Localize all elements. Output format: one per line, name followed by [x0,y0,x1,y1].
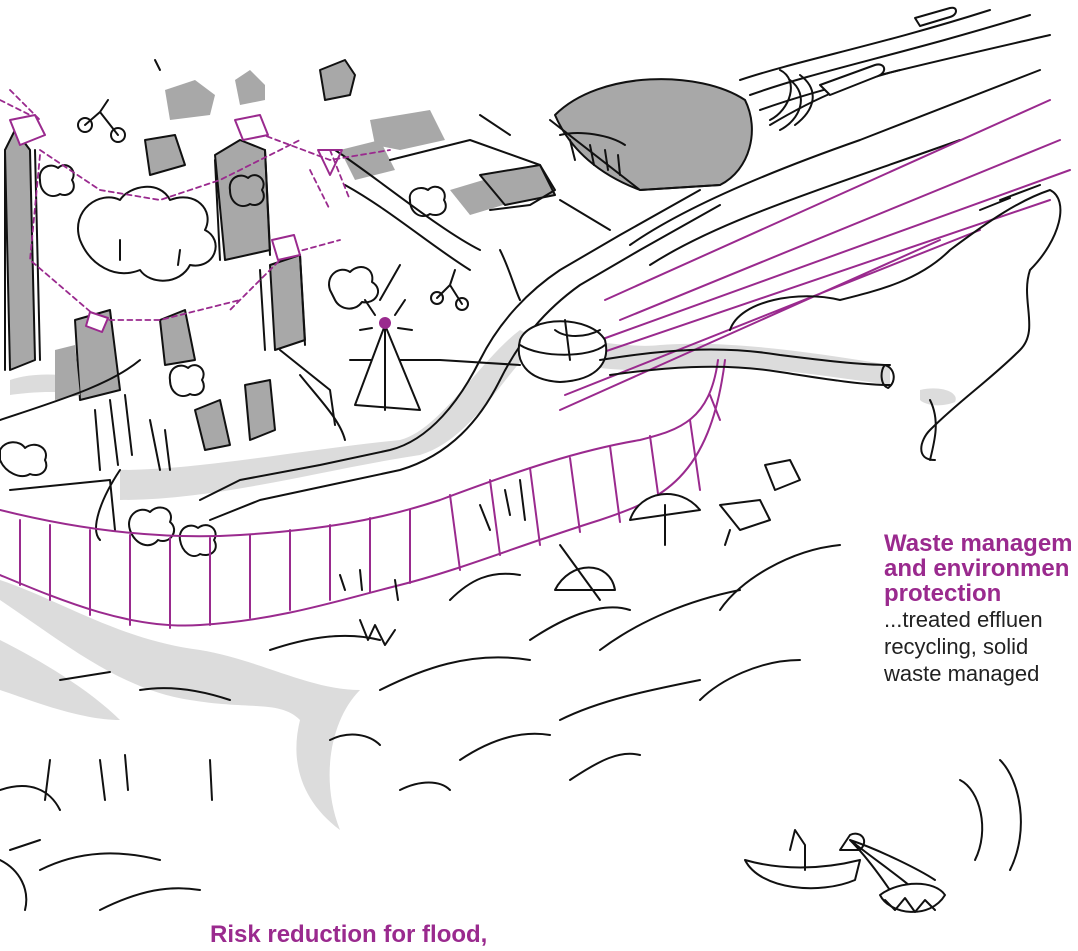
waste-body-line-2: recycling, solid [884,633,1078,660]
arched-hall [550,79,752,190]
risk-reduction-title: Risk reduction for flood, [210,922,487,947]
conveyor-lines [740,8,1050,130]
waste-body-line-3: waste managed [884,660,1078,687]
sensor-network [0,90,390,320]
waste-management-label: Waste managem and environmen protection … [884,531,1078,721]
waste-title-line-1: Waste managem [884,531,1078,556]
sensor-mast [355,300,420,410]
waste-title-line-3: protection [884,581,1078,606]
waste-title-line-2: and environmen [884,556,1078,581]
boat [745,830,945,912]
parasols [360,460,800,645]
storage-tank [519,320,606,382]
waste-body-line-1: ...treated effluen [884,606,1078,633]
